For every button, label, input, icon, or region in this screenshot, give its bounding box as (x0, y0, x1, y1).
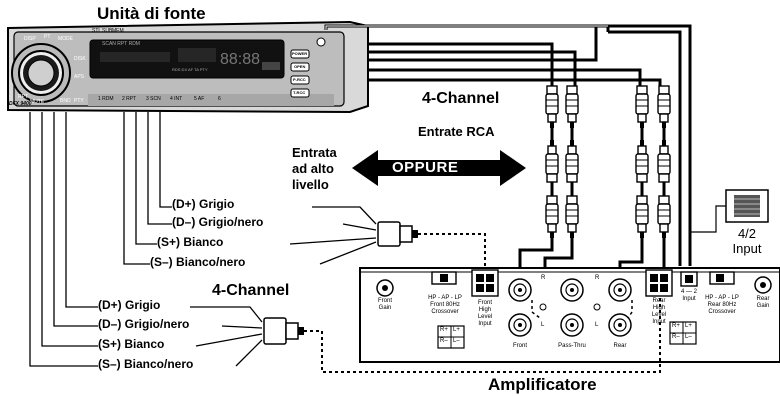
head-unit-pt-label: PT (44, 34, 51, 40)
input-4-2-label: 4/2 Input (726, 226, 768, 256)
rear-high-level-label: Rear High Level Input (643, 298, 675, 326)
oppure-label: OPPURE (392, 159, 459, 176)
front-rca-l-mark: L (541, 322, 545, 328)
front-gain-line-2: Gain (378, 305, 392, 311)
preset-2: 2 RPT (122, 96, 137, 102)
passthru-rca-label: Pass-Thru (558, 343, 586, 349)
front-term-lm: L– (453, 338, 460, 344)
upper-high-level-connector (377, 221, 486, 268)
prcc-button-label: P-RCC (293, 77, 306, 82)
front-high-line-1: Front (477, 300, 492, 306)
front-high-line-3: Level (477, 314, 493, 320)
front-high-level-label: Front High Level Input (469, 300, 501, 328)
svg-text:88:88: 88:88 (220, 51, 260, 68)
front-crossover-line-1: HP - AP - LP (428, 295, 462, 301)
display-bottom-text: RDS DX AF TA PTY (172, 67, 208, 72)
front-term-lp: L+ (453, 327, 460, 333)
rear-gain-label: Rear Gain (748, 296, 778, 310)
input-4-2-line-1: 4/2 (737, 226, 757, 241)
amplifier-title: Amplificatore (488, 375, 597, 394)
display-top-text: SCAN RPT RDM (102, 41, 140, 47)
pty-button-label: PTY (74, 98, 84, 104)
head-unit: 88:88 (7, 20, 369, 114)
input-4-2-box (689, 189, 769, 266)
open-button-label: OPEN (294, 64, 306, 69)
rear-crossover-label: HP - AP - LP Rear 80Hz Crossover (697, 295, 747, 316)
lower-wire-dplus: (D+) Grigio (98, 298, 161, 312)
head-unit-mem-label: MEM (112, 28, 124, 34)
rca-wires (324, 24, 692, 266)
oppure-arrow (352, 150, 526, 186)
rear-high-line-1: Rear (652, 298, 666, 304)
front-rca-label: Front (512, 343, 527, 349)
lower-wire-sminus: (S–) Bianco/nero (98, 357, 194, 371)
rear-gain-line-1: Rear (756, 296, 770, 302)
rear-gain-line-2: Gain (756, 303, 770, 309)
preset-5: 5 AF (194, 96, 205, 102)
high-level-line-2: ad alto (292, 161, 334, 176)
rear-rca-r-mark: R (595, 275, 600, 281)
rear-term-rm: R– (672, 334, 680, 340)
front-gain-line-1: Front (377, 298, 392, 304)
rear-high-line-2: High (652, 305, 666, 311)
rear-rca-label: Rear (613, 343, 627, 349)
upper-wire-splus: (S+) Bianco (157, 235, 224, 249)
head-unit-stl-label: STL (92, 28, 102, 34)
bnd-button-label: BND (60, 98, 71, 104)
upper-wire-sminus: (S–) Bianco/nero (150, 255, 246, 269)
input-switch-label: 4 — 2 Input (676, 289, 702, 303)
high-level-line-1: Entrata (292, 145, 337, 160)
power-button-label: POWER (292, 51, 308, 56)
rca-channel-label: 4-Channel (422, 90, 500, 107)
front-term-rp: R+ (440, 327, 448, 333)
preset-1: 1 RDM (98, 96, 114, 102)
lower-high-level-connector (263, 296, 661, 373)
input-switch-line-1: 4 — 2 (680, 289, 697, 295)
preset-3: 3 SCN (146, 96, 161, 102)
front-high-line-4: Input (478, 321, 492, 327)
mute-button-label: MUTE (30, 99, 45, 105)
rear-crossover-line-3: Crossover (708, 309, 736, 315)
head-unit-title: Unità di fonte (97, 4, 206, 23)
front-crossover-label: HP - AP - LP Front 80Hz Crossover (420, 295, 470, 316)
rear-term-lp: L+ (685, 323, 692, 329)
front-term-rm: R– (440, 338, 448, 344)
lower-wire-splus: (S+) Bianco (98, 337, 165, 351)
front-crossover-line-2: Front 80Hz (430, 302, 460, 308)
lower-speaker-wires (29, 112, 263, 367)
head-unit-rpt-label: RPT (18, 94, 28, 100)
head-unit-disp-label: DISP (24, 36, 36, 42)
front-gain-label: Front Gain (370, 298, 400, 312)
rear-high-line-4: Input (652, 319, 666, 325)
upper-wire-dminus: (D–) Grigio/nero (172, 215, 264, 229)
head-unit-model: DFX 9400 (9, 101, 32, 107)
rear-term-rp: R+ (672, 323, 680, 329)
lower-wire-dminus: (D–) Grigio/nero (98, 317, 190, 331)
rear-crossover-line-2: Rear 80Hz (707, 302, 737, 308)
rear-high-line-3: Level (651, 312, 667, 318)
front-crossover-line-3: Crossover (431, 309, 459, 315)
head-unit-aps-label: APS (74, 74, 85, 80)
upper-wire-dplus: (D+) Grigio (172, 197, 235, 211)
front-high-line-2: High (478, 307, 492, 313)
rear-rca-l-mark: L (595, 322, 599, 328)
head-unit-sub-label: SUB (102, 28, 113, 34)
preset-4: 4 INT (170, 96, 183, 102)
rca-inputs-label: Entrate RCA (418, 124, 495, 139)
high-level-input-label: Entrata ad alto livello (292, 145, 337, 193)
lower-channel-label: 4-Channel (212, 282, 290, 299)
head-unit-mode-label: MODE (58, 36, 73, 42)
head-unit-disk-label: DISK (74, 56, 86, 62)
input-switch-line-2: Input (682, 296, 696, 302)
high-level-line-3: livello (292, 177, 329, 192)
preset-6: 6 (218, 96, 221, 102)
amplifier-panel (359, 267, 780, 363)
input-4-2-line-2: Input (732, 241, 762, 256)
rca-plug-stack (518, 85, 671, 296)
trcc-button-label: T-RCC (293, 90, 306, 95)
rear-crossover-line-1: HP - AP - LP (705, 295, 739, 301)
rear-term-lm: L– (685, 334, 692, 340)
front-rca-r-mark: R (541, 275, 546, 281)
